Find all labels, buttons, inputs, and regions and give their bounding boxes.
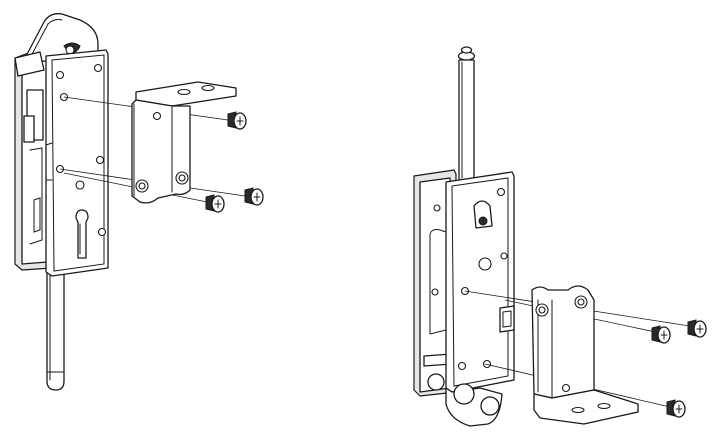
left-screw-top [227,111,247,130]
left-back-plate [14,45,53,271]
left-top-lever [14,13,99,77]
right-screw-lower [666,399,686,418]
right-bolt-rod [457,46,476,181]
left-screw-lower [205,194,225,213]
right-screw-far [687,319,707,338]
right-assembly [413,46,707,427]
left-screw-right [244,187,264,206]
right-mounting-bracket [531,285,639,425]
left-drop-bolt [46,264,65,391]
right-bottom-roller [427,373,503,427]
right-face-plate [445,171,515,393]
left-mounting-bracket [131,81,237,204]
left-assembly [14,13,264,391]
right-screw-upper [651,325,671,344]
left-face-plate [45,49,109,277]
